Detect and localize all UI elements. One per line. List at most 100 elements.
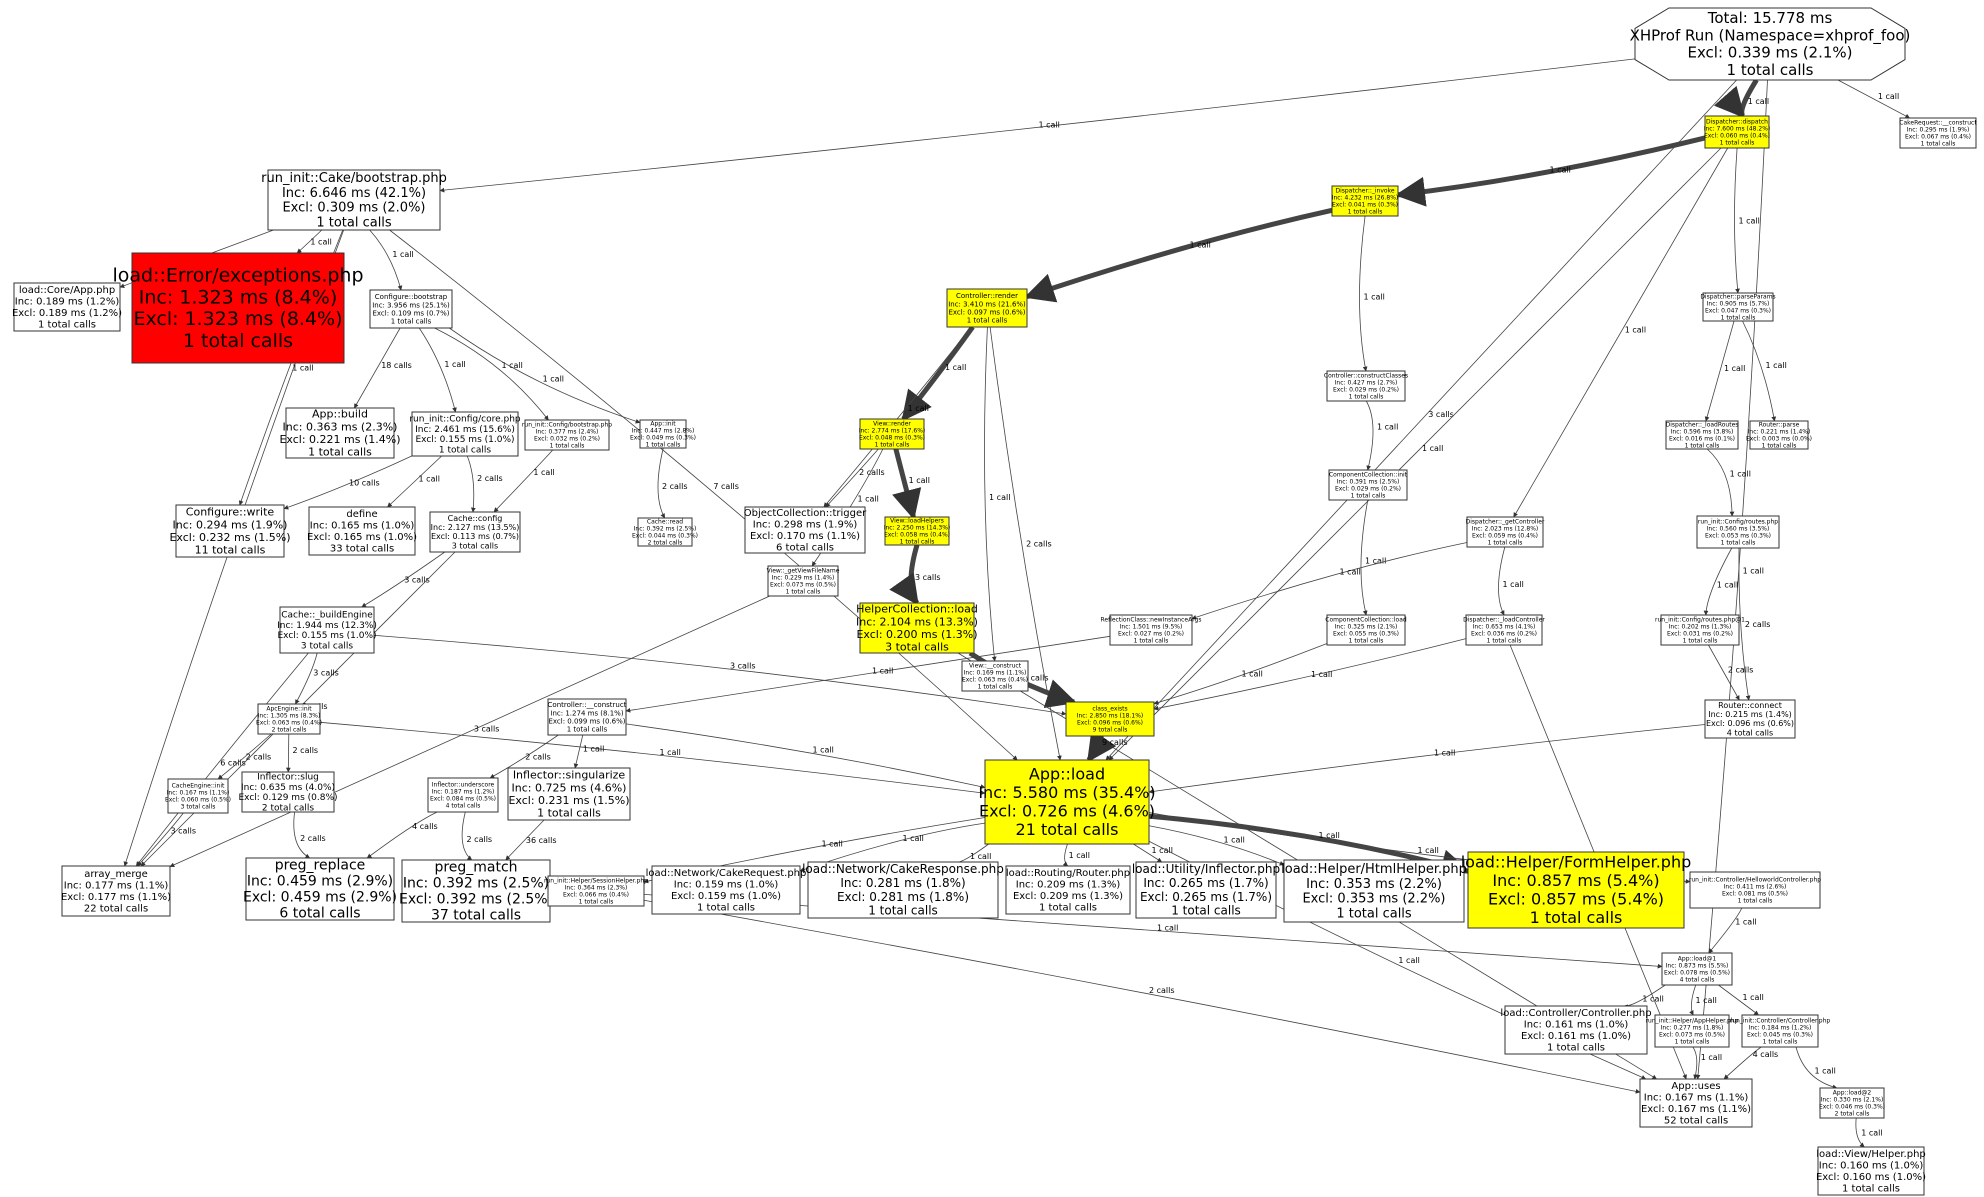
call-edge: 1 call — [387, 455, 442, 508]
edge-label: 3 calls — [404, 576, 430, 585]
node-metric: Inc: 0.353 ms (2.2%) — [1306, 877, 1442, 892]
edge-line — [1153, 638, 1467, 711]
node-metric: Inc: 5.580 ms (35.4%) — [978, 783, 1155, 802]
node-metric: Inc: 0.653 ms (4.1%) — [1473, 624, 1536, 631]
node-title: load::Helper/HtmlHelper.php — [1281, 862, 1467, 877]
node-box — [1819, 1087, 1885, 1119]
node-metric: Excl: 0.073 ms (0.5%) — [770, 581, 836, 588]
node-metric: Excl: 0.099 ms (0.6%) — [548, 717, 625, 725]
node-metric: Inc: 0.295 ms (1.9%) — [1907, 127, 1970, 134]
edge-line — [1708, 644, 1740, 701]
node-metric: Excl: 0.161 ms (1.0%) — [1521, 1031, 1631, 1042]
edge-label: 1 call — [822, 840, 843, 849]
node-metric: Inc: 0.411 ms (2.6%) — [1724, 884, 1787, 891]
call-edge: 2 calls — [657, 447, 688, 519]
edge-line — [1837, 79, 1911, 119]
node-metric: Inc: 0.221 ms (1.4%) — [1748, 429, 1811, 436]
edge-line — [1718, 984, 1759, 1016]
node-title: load::Controller/Controller.php — [1500, 1008, 1651, 1019]
call-edge: 1 call — [625, 723, 986, 789]
node-metric: 1 total calls — [900, 538, 935, 545]
edge-label: 1 call — [1319, 831, 1340, 840]
node-title: ComponentCollection::init — [1329, 472, 1408, 479]
node-ctrl-component[interactable]: run_init::Controller/Controller.phpInc: … — [1730, 1014, 1831, 1048]
edge-line — [1395, 135, 1706, 207]
node-metric: Excl: 0.309 ms (2.0%) — [282, 201, 425, 216]
node-title: array_merge — [84, 869, 148, 880]
node-metric: Excl: 0.053 ms (0.3%) — [1705, 532, 1771, 539]
edge-label: 1 call — [1878, 92, 1899, 101]
edge-label: 1 call — [813, 746, 834, 755]
call-edge: 1 call — [1837, 79, 1911, 119]
edge-label: 1 call — [1735, 918, 1756, 927]
node-metric: Inc: 0.905 ms (5.7%) — [1707, 301, 1770, 308]
node-title: load::Utility/Inflector.php — [1132, 862, 1280, 876]
edge-label: 2 calls — [1728, 666, 1754, 675]
node-helloworld-ctrl[interactable]: run_init::Controller/HelloworldControlle… — [1689, 871, 1821, 909]
node-metric: Excl: 0.078 ms (0.5%) — [1664, 969, 1730, 976]
node-box — [946, 288, 1028, 328]
